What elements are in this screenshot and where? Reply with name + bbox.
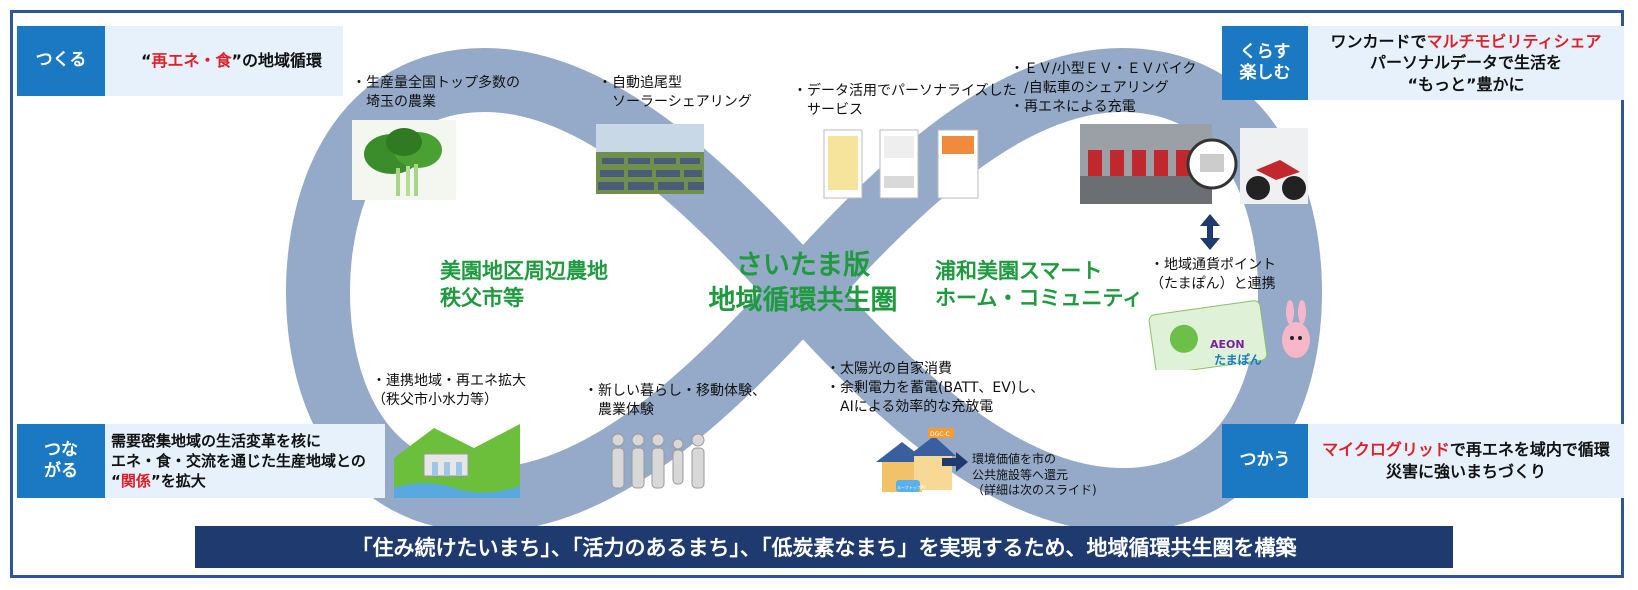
solar-sharing-photo [596, 124, 704, 194]
desc-tsukau-line2: 災害に強いまちづくり [1385, 462, 1546, 481]
caption-renewal-1: ・連携地域・再エネ拡大 [372, 373, 526, 389]
arrow-right-icon [942, 452, 968, 472]
right-loop-label: 浦和美園スマート ホーム・コミュニティ [935, 258, 1143, 313]
desc-tsukau-post: で再エネを域内で循環 [1449, 440, 1610, 460]
double-arrow-icon [1200, 214, 1220, 250]
caption-solar-1: ・自動追尾型 [598, 75, 682, 91]
spinach-photo [352, 120, 456, 200]
tag-tsunagaru-line2: がる [44, 461, 78, 481]
outer-frame [10, 10, 1624, 578]
caption-env-1: 環境価値を市の [972, 452, 1057, 466]
infinity-band [285, 47, 1323, 533]
caption-renewal: ・連携地域・再エネ拡大 （秩父市小水力等） [372, 372, 526, 410]
caption-selfsolar: ・太陽光の自家消費 ・余剰電力を蓄電(BATT、EV)し、 AIによる効率的な充… [826, 360, 1044, 417]
center-title: さいたま版 地域循環共生圏 [678, 248, 928, 318]
hydro-illustration [394, 424, 520, 498]
ev-bike-photo [1080, 124, 1308, 204]
bottom-summary-text: 「住み続けたいまち」、「活力のあるまち」、「低炭素なまち」を実現するため、地域循… [351, 536, 1297, 560]
caption-ev: ・ＥＶ/小型ＥＶ・ＥＶバイク /自転車のシェアリング ・再エネによる充電 [1010, 60, 1196, 117]
caption-living: ・新しい暮らし・移動体験、 農業体験 [584, 382, 766, 420]
desc-tsunagaru-line3: “関係”を拡大 [111, 471, 206, 491]
desc-tsukuru-rest: ”の地域循環 [231, 51, 323, 71]
left-loop-line2: 秩父市等 [440, 286, 524, 311]
caption-points-1: ・地域通貨ポイント [1150, 257, 1276, 273]
desc-kurasu-line2: パーソナルデータで生活を [1369, 53, 1562, 73]
desc-tsunagaru-line1: 需要密集地域の生活変革を核に [111, 431, 322, 450]
tamapon-card: AEON たまぽん [1148, 300, 1310, 370]
caption-ev-3: ・再エネによる充電 [1010, 98, 1136, 115]
desc-kurasu-line3: “もっと”豊かに [1407, 74, 1525, 94]
caption-points: ・地域通貨ポイント （たまぽん）と連携 [1150, 256, 1276, 294]
people-icons [611, 433, 705, 489]
desc-kurasu-red: マルチモビリティシェア [1426, 31, 1602, 51]
caption-renewal-2: （秩父市小水力等） [372, 391, 498, 408]
caption-selfsolar-2: ・余剰電力を蓄電(BATT、EV)し、 [826, 379, 1045, 396]
tag-tsukuru-label: つくる [35, 50, 87, 71]
aeon-logo: AEON [1210, 338, 1245, 351]
tag-kurasu-line2: 楽しむ [1239, 63, 1291, 83]
rooftop-pv-badge: ルーフトップPV [897, 484, 926, 490]
tag-tsukau-label: つかう [1239, 450, 1291, 471]
right-loop-line1: 浦和美園スマート [935, 259, 1103, 283]
tag-tsunagaru: つな がる [17, 424, 105, 498]
right-loop-line2: ホーム・コミュニティ [935, 286, 1144, 311]
caption-agri-1: ・生産量全国トップ多数の [352, 75, 520, 91]
caption-env-2: 公共施設等へ還元 [972, 467, 1069, 482]
center-title-line1: さいたま版 [735, 250, 871, 281]
caption-solar: ・自動追尾型 ソーラーシェアリング [598, 74, 752, 112]
desc-tsunagaru-red: 関係 [120, 472, 151, 491]
caption-env: 環境価値を市の 公共施設等へ還元 （詳細は次のスライド) [972, 452, 1097, 499]
caption-selfsolar-3: AIによる効率的な充放電 [826, 398, 994, 415]
tag-kurasu: くらす 楽しむ [1222, 26, 1308, 100]
caption-data-1: ・データ活用でパーソナライズした [793, 83, 1017, 99]
caption-agri-2: 埼玉の農業 [352, 93, 436, 110]
caption-living-1: ・新しい暮らし・移動体験、 [584, 383, 766, 399]
desc-tsukau-red: マイクログリッド [1322, 440, 1450, 460]
desc-tsunagaru-rest: ”を拡大 [150, 472, 206, 491]
caption-solar-2: ソーラーシェアリング [598, 93, 752, 110]
caption-selfsolar-1: ・太陽光の自家消費 [826, 361, 952, 377]
house-solar-illustration: DGC-C ルーフトップPV [876, 428, 956, 492]
quote-open-2: “ [111, 472, 121, 491]
bottom-summary-bar: 「住み続けたいまち」、「活力のあるまち」、「低炭素なまち」を実現するため、地域循… [195, 526, 1453, 568]
desc-kurasu-line1: ワンカードでマルチモビリティシェア [1330, 31, 1601, 53]
tag-tsunagaru-line1: つな [44, 439, 78, 460]
caption-points-2: （たまぽん）と連携 [1150, 275, 1276, 292]
caption-env-3: （詳細は次のスライド) [972, 483, 1097, 498]
caption-agri: ・生産量全国トップ多数の 埼玉の農業 [352, 74, 520, 112]
caption-data-2: サービス [793, 101, 863, 118]
dgc-badge: DGC-C [930, 431, 950, 438]
quote-open: “ [141, 51, 152, 71]
app-screens [823, 129, 979, 199]
tag-tsukau: つかう [1222, 424, 1308, 498]
caption-data: ・データ活用でパーソナライズした サービス [793, 82, 1017, 120]
desc-kurasu: ワンカードでマルチモビリティシェア パーソナルデータで生活を “もっと”豊かに [1308, 26, 1624, 100]
desc-tsukau: マイクログリッドで再エネを域内で循環 災害に強いまちづくり [1308, 424, 1624, 498]
desc-tsukuru-red: 再エネ・食 [151, 51, 232, 71]
desc-tsukau-line1: マイクログリッドで再エネを域内で循環 [1322, 439, 1610, 461]
desc-tsukuru: “再エネ・食”の地域循環 [105, 26, 343, 96]
caption-living-2: 農業体験 [584, 401, 654, 418]
caption-ev-2: /自転車のシェアリング [1010, 79, 1169, 96]
left-loop-label: 美園地区周辺農地 秩父市等 [440, 258, 608, 313]
desc-kurasu-pre: ワンカードで [1330, 31, 1427, 51]
left-loop-line1: 美園地区周辺農地 [440, 259, 608, 283]
center-title-line2: 地域循環共生圏 [708, 285, 898, 317]
tag-tsukuru: つくる [17, 26, 105, 96]
tag-kurasu-line1: くらす [1239, 41, 1291, 62]
tamapon-logo: たまぽん [1214, 352, 1262, 367]
desc-tsunagaru: 需要密集地域の生活変革を核に エネ・食・交流を通じた生産地域との “関係”を拡大 [105, 424, 385, 498]
desc-tsunagaru-line2: エネ・食・交流を通じた生産地域との [111, 451, 366, 470]
caption-ev-1: ・ＥＶ/小型ＥＶ・ＥＶバイク [1010, 61, 1197, 77]
